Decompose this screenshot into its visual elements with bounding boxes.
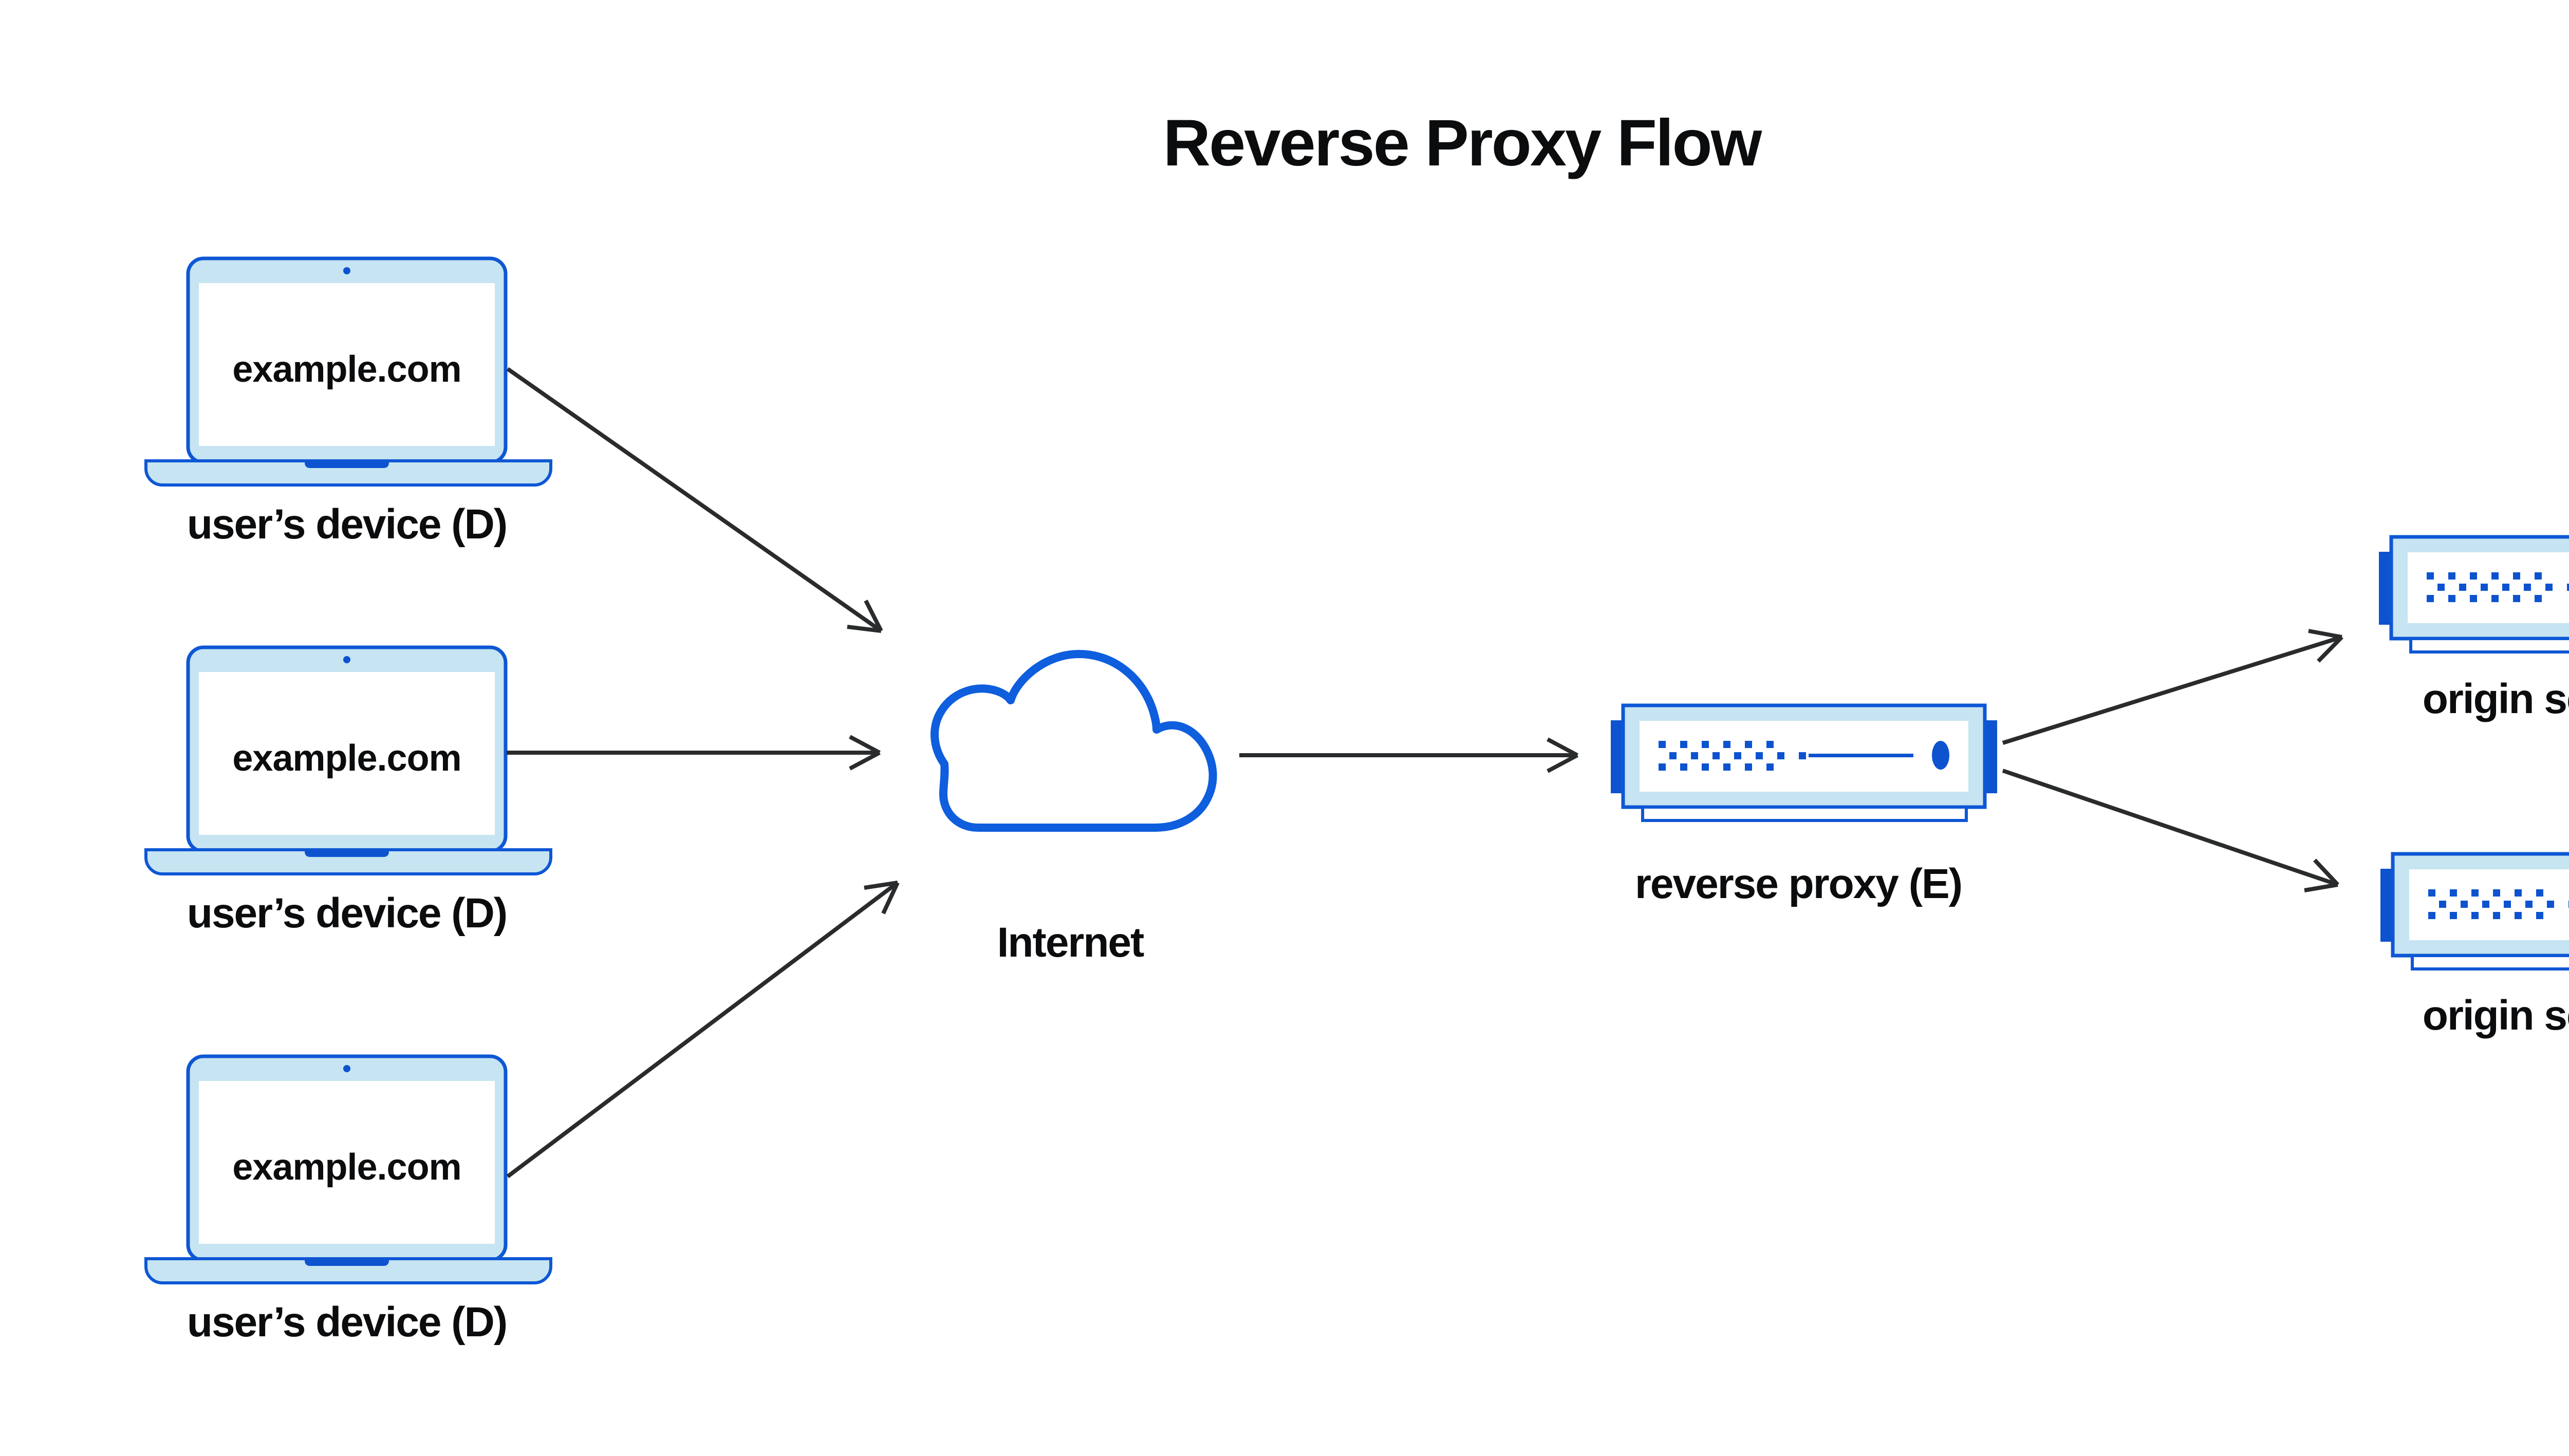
cloud-icon: [930, 650, 1217, 832]
arrow-device3-to-internet: [506, 881, 900, 1179]
reverse-proxy-node: reverse proxy (E): [1611, 705, 1997, 907]
origin-server-icon: [2380, 854, 2569, 969]
arrow-device2-to-internet: [507, 735, 881, 771]
device-screen-label: example.com: [232, 738, 461, 779]
reverse-proxy-label: reverse proxy (E): [1635, 861, 1962, 907]
arrow-proxy-to-origin1: [2002, 629, 2343, 745]
device-screen-label: example.com: [232, 349, 461, 390]
user-device-3: example.com user’s device (D): [146, 1056, 551, 1346]
arrow-internet-to-proxy: [1239, 737, 1578, 773]
arrow-proxy-to-origin2: [2002, 769, 2339, 892]
origin-server-2: origin server (F): [2380, 854, 2569, 1039]
origin-server-label: origin server (F): [2423, 676, 2569, 722]
device-screen-label: example.com: [232, 1147, 461, 1188]
reverse-proxy-icon: [1611, 705, 1997, 820]
internet-label: Internet: [997, 919, 1144, 966]
arrow-device1-to-internet: [506, 367, 883, 633]
user-device-2: example.com user’s device (D): [146, 647, 551, 937]
device-label: user’s device (D): [187, 501, 507, 548]
origin-server-icon: [2379, 537, 2569, 652]
origin-server-1: origin server (F): [2379, 537, 2569, 722]
flow-arrows: [506, 367, 2343, 1179]
device-label: user’s device (D): [187, 890, 507, 937]
origin-server-label: origin server (F): [2423, 992, 2569, 1039]
internet-node: [930, 650, 1217, 832]
user-device-1: example.com user’s device (D): [146, 258, 551, 548]
page-title: Reverse Proxy Flow: [1163, 106, 1762, 180]
device-label: user’s device (D): [187, 1299, 507, 1346]
